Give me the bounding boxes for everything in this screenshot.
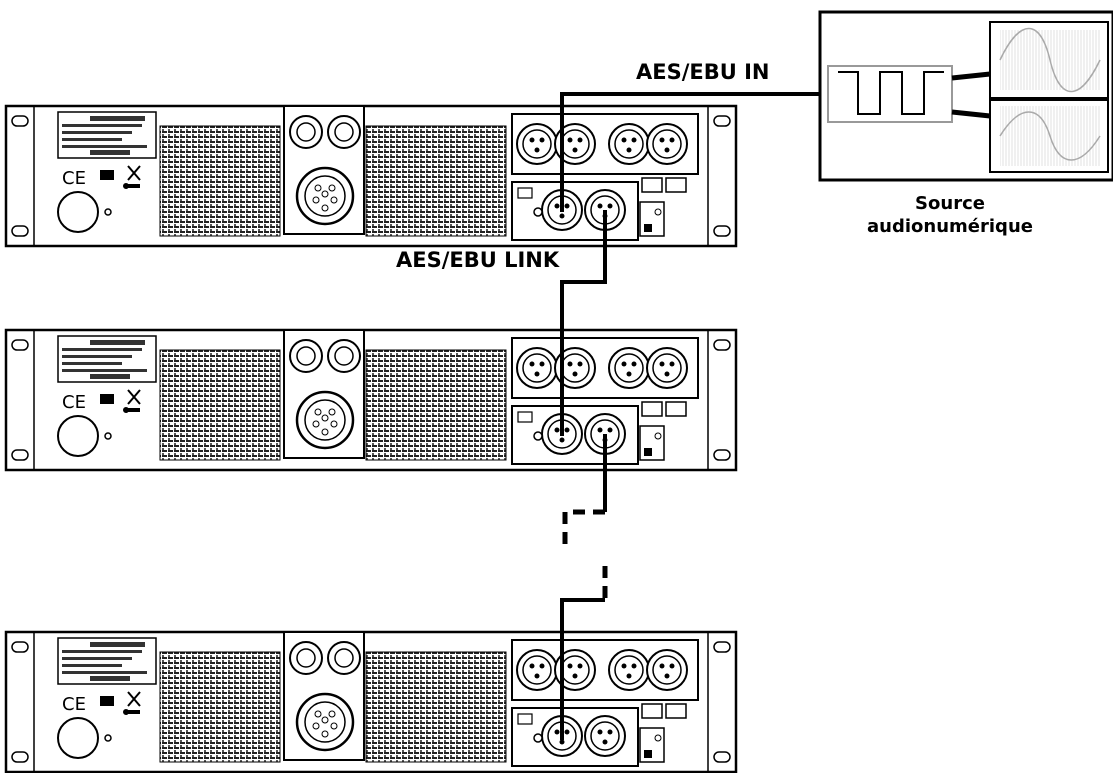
digital-audio-source (818, 10, 1113, 182)
source-label-line1: Source (915, 193, 985, 214)
amplifier-1 (6, 106, 736, 246)
amplifier-2 (6, 330, 736, 470)
link-cable-final (560, 598, 605, 740)
amplifier-3 (6, 632, 736, 772)
source-label-line2: audionumérique (867, 216, 1033, 237)
link-cable-dashed (562, 509, 605, 552)
source-label: Source audionumérique (850, 192, 1050, 238)
aes-ebu-in-label: AES/EBU IN (636, 60, 770, 84)
aes-ebu-link-cable (560, 210, 607, 436)
aes-ebu-link-label: AES/EBU LINK (396, 248, 560, 272)
aes-ebu-in-cable (560, 92, 820, 212)
square-wave-icon (838, 71, 944, 115)
